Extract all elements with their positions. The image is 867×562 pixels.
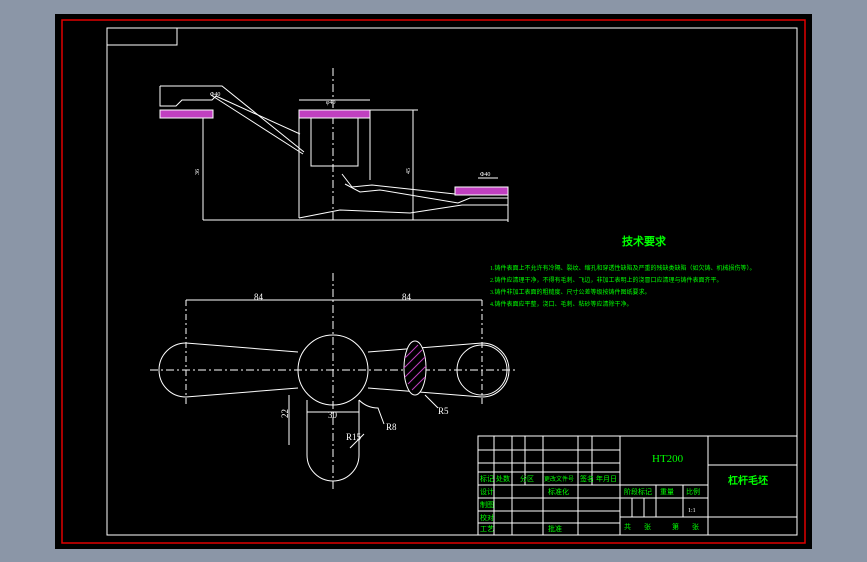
sheet-outer-border xyxy=(61,19,806,544)
tech-req-item-4: 4.铸件表面应平整，浇口、毛刺、粘砂等应清除干净。 xyxy=(490,300,633,308)
left-end-lower xyxy=(158,342,299,398)
dim-end-radius-leader xyxy=(424,394,439,409)
dim-height-right-label: 45 xyxy=(406,168,412,174)
left-arm-profile xyxy=(159,86,301,135)
tech-req-item-3: 3.铸件非加工表面的粗糙度、尺寸公差等级按铸件图纸要求。 xyxy=(490,288,651,296)
dim-top-bore-label: φ40 xyxy=(326,100,335,106)
row-drawing: 制图 xyxy=(480,500,494,509)
dim-end-radius-label: R5 xyxy=(438,406,449,416)
scale-value: 1:1 xyxy=(688,508,696,514)
lug-radius-leader xyxy=(349,433,365,449)
dim-lug-label: 22 xyxy=(280,409,290,418)
title-block xyxy=(477,435,798,536)
central-boss-circle xyxy=(297,334,369,406)
dim-height-left-label: 36 xyxy=(195,169,201,175)
dim-right-span-label: 84 xyxy=(402,292,412,302)
material-label: HT200 xyxy=(652,453,684,465)
right-arm-outline xyxy=(367,342,510,398)
lug-fillet xyxy=(358,399,385,425)
dim-right-pad-label: Φ40 xyxy=(480,172,490,178)
top-view xyxy=(150,273,518,490)
header-signature: 签名 xyxy=(580,474,594,483)
drawing-number-box xyxy=(106,27,178,46)
dim-fillet-small-label: R8 xyxy=(386,422,397,432)
sheet-label: 张 xyxy=(692,522,699,531)
left-pad-section xyxy=(159,109,214,119)
right-arm-lower-edge xyxy=(298,204,508,219)
boss-top-section xyxy=(298,109,371,119)
right-arm-profile xyxy=(344,183,508,204)
header-mark: 标记 xyxy=(480,474,494,483)
sheet-inner-border xyxy=(106,27,798,536)
row-check: 校对 xyxy=(480,513,494,522)
header-change-doc: 更改文件号 xyxy=(544,475,574,483)
sheets-label: 张 xyxy=(644,522,651,531)
left-arm-lower-edge xyxy=(210,94,304,155)
sheet-no-label: 第 xyxy=(672,522,679,531)
bottom-lug xyxy=(306,400,360,482)
dim-fillet-large-label: R15 xyxy=(346,432,362,442)
approve-label: 批准 xyxy=(548,524,562,533)
dim-left-span-label: 84 xyxy=(254,292,264,302)
header-date: 年月日 xyxy=(596,474,617,483)
stage-mark-label: 阶段标记 xyxy=(624,487,652,496)
arm-section-hatch xyxy=(403,344,427,391)
row-process: 工艺 xyxy=(480,525,494,533)
left-arm-upper-outline xyxy=(185,342,299,353)
left-arm-upper-edge xyxy=(160,85,305,153)
dim-left-pad-label: Φ40 xyxy=(210,92,220,98)
tech-req-item-2: 2.铸件应清理干净，不得有毛刺、飞边，非加工表明上的浇冒口应清理与铸件表面齐平。 xyxy=(490,276,723,284)
drawing-area xyxy=(55,14,812,549)
tech-req-heading: 技术要求 xyxy=(622,234,667,248)
standardization-label: 标准化 xyxy=(548,487,569,496)
right-end-circle xyxy=(456,344,508,396)
dim-boss-width-label: 30 xyxy=(328,410,338,420)
row-design: 设计 xyxy=(480,487,494,496)
technical-requirements: 技术要求 1.铸件表面上不允许有冷隔、裂纹、缩孔和穿透性缺陷及严重的残缺类缺陷（… xyxy=(490,234,756,308)
front-view xyxy=(159,68,509,222)
title-block-text: HT200 杠杆毛坯 标记 处数 分区 更改文件号 签名 年月日 设计 制图 校… xyxy=(480,453,768,533)
header-count: 处数 xyxy=(496,474,510,483)
scale-label: 比例 xyxy=(686,487,700,496)
weight-label: 重量 xyxy=(660,488,674,496)
part-name-label: 杠杆毛坯 xyxy=(728,474,768,487)
sheets-total-label: 共 xyxy=(624,522,631,531)
right-pad-section xyxy=(454,186,509,196)
header-zone: 分区 xyxy=(520,474,534,483)
tech-req-item-1: 1.铸件表面上不允许有冷隔、裂纹、缩孔和穿透性缺陷及严重的残缺类缺陷（如欠铸、机… xyxy=(490,264,756,272)
